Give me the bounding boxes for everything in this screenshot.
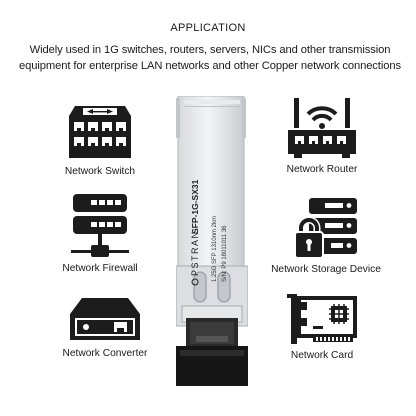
network-firewall-label: Network Firewall [62, 263, 138, 274]
network-card: Network Card [252, 292, 392, 361]
network-firewall: Network Firewall [30, 192, 170, 274]
network-storage-icon [294, 198, 357, 259]
network-card-icon [287, 294, 357, 344]
application-heading: APPLICATION [170, 22, 246, 34]
module-spec: 1.25G SFP 1310nm 2km [212, 216, 218, 282]
network-card-label: Network Card [290, 350, 354, 361]
network-storage-label: Network Storage Device [271, 264, 381, 275]
module-serial: S/N: P9 18011011 36 [222, 225, 228, 282]
network-switch-label: Network Switch [64, 166, 136, 177]
network-firewall-icon [71, 194, 129, 257]
module-model: SFP-1G-SX31 [190, 179, 200, 234]
network-converter: Network Converter [35, 296, 175, 359]
module-brand: PSTRAN [190, 230, 200, 276]
network-switch: Network Switch [30, 102, 170, 177]
application-description: Widely used in 1G switches, routers, ser… [10, 42, 410, 74]
description-line-2: equipment for enterprise LAN networks an… [19, 60, 401, 72]
network-switch-icon [69, 106, 131, 158]
network-router-label: Network Router [286, 164, 358, 175]
module-printed-text: PSTRAN SFP-1G-SX31 1.25G SFP 1310nm 2km … [190, 179, 228, 286]
network-converter-icon [70, 298, 140, 340]
sfp-module-image [176, 96, 248, 386]
network-converter-label: Network Converter [62, 348, 148, 359]
network-router: Network Router [252, 94, 392, 175]
network-storage-device: Network Storage Device [256, 196, 396, 275]
description-line-1: Widely used in 1G switches, routers, ser… [29, 44, 391, 56]
network-router-icon [288, 98, 356, 158]
sfp-module-label-area: PSTRAN SFP-1G-SX31 1.25G SFP 1310nm 2km … [188, 128, 248, 288]
